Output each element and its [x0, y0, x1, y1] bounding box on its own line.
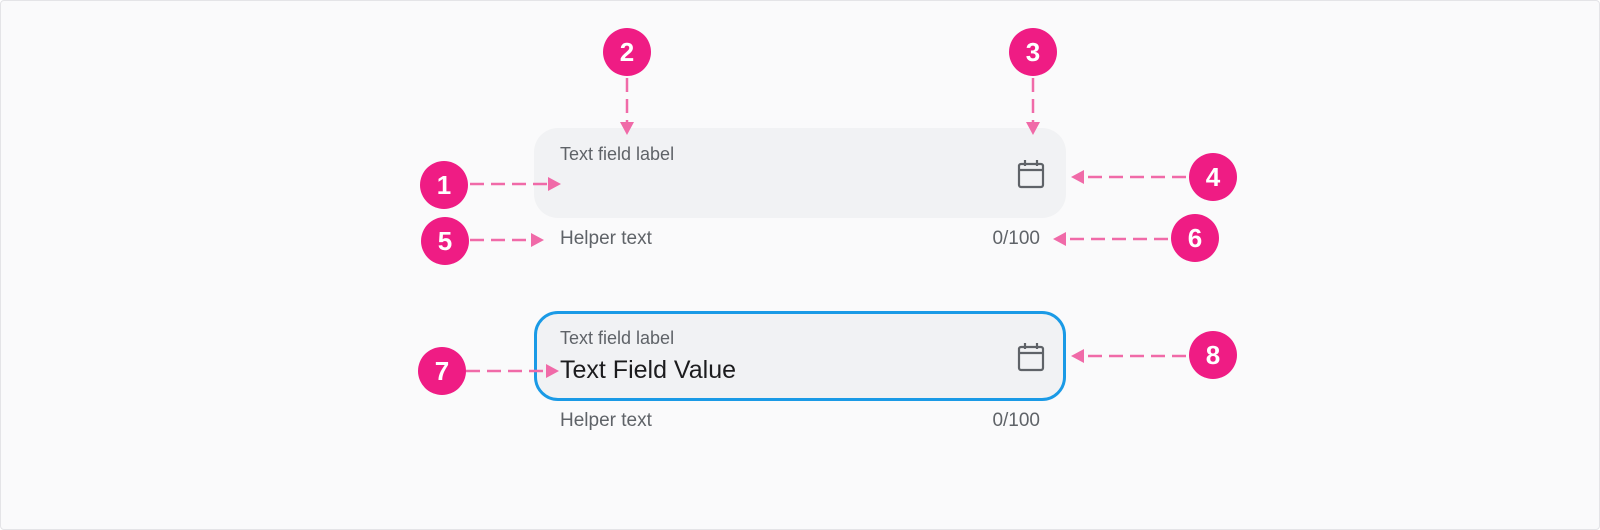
character-counter: 0/100	[992, 410, 1040, 431]
character-counter: 0/100	[992, 228, 1040, 249]
calendar-icon[interactable]	[1016, 158, 1046, 190]
text-field-label: Text field label	[560, 328, 675, 348]
callout-marker-2: 2	[603, 28, 651, 76]
callout-marker-8: 8	[1189, 331, 1237, 379]
text-field-value: Text Field Value	[560, 356, 737, 384]
helper-text: Helper text	[560, 228, 652, 249]
callout-marker-7: 7	[418, 347, 466, 395]
callout-marker-5: 5	[421, 217, 469, 265]
calendar-icon[interactable]	[1016, 341, 1046, 373]
callout-marker-3: 3	[1009, 28, 1057, 76]
callout-marker-4: 4	[1189, 153, 1237, 201]
helper-text: Helper text	[560, 410, 652, 431]
callout-marker-6: 6	[1171, 214, 1219, 262]
text-field-label: Text field label	[560, 144, 675, 164]
callout-marker-1: 1	[420, 161, 468, 209]
text-field-default[interactable]: Text field label	[534, 128, 1066, 218]
text-field-focused[interactable]: Text field label Text Field Value	[534, 311, 1066, 401]
